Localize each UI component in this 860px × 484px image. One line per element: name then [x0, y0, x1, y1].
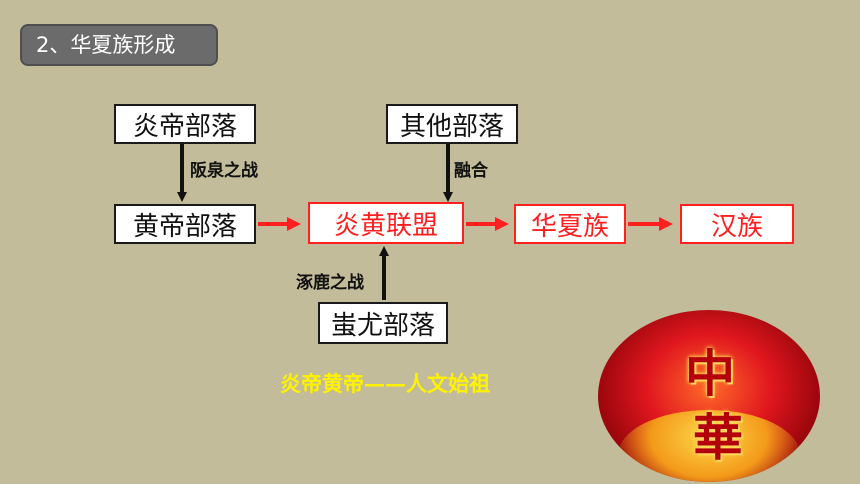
node-hanzu: 汉族: [680, 204, 794, 244]
node-huangdi: 黄帝部落: [114, 204, 256, 244]
node-yandi: 炎帝部落: [114, 104, 256, 144]
node-chiyou: 蚩尤部落: [318, 302, 448, 344]
emblem-char-bottom: 華: [693, 408, 743, 467]
label-ronghe: 融合: [454, 161, 488, 181]
node-yanhuang: 炎黄联盟: [308, 202, 464, 244]
section-title: 2、华夏族形成: [20, 24, 218, 66]
label-zhuolu: 涿鹿之战: [296, 273, 364, 293]
slogan-text: 炎帝黄帝——人文始祖: [280, 371, 490, 396]
node-huaxia: 华夏族: [514, 204, 626, 244]
zhonghua-emblem-image: 中 華: [598, 310, 820, 482]
emblem-glow: [618, 410, 800, 482]
emblem-char-top: 中: [685, 344, 735, 403]
label-banquan: 阪泉之战: [190, 161, 258, 181]
node-qita: 其他部落: [386, 104, 518, 144]
